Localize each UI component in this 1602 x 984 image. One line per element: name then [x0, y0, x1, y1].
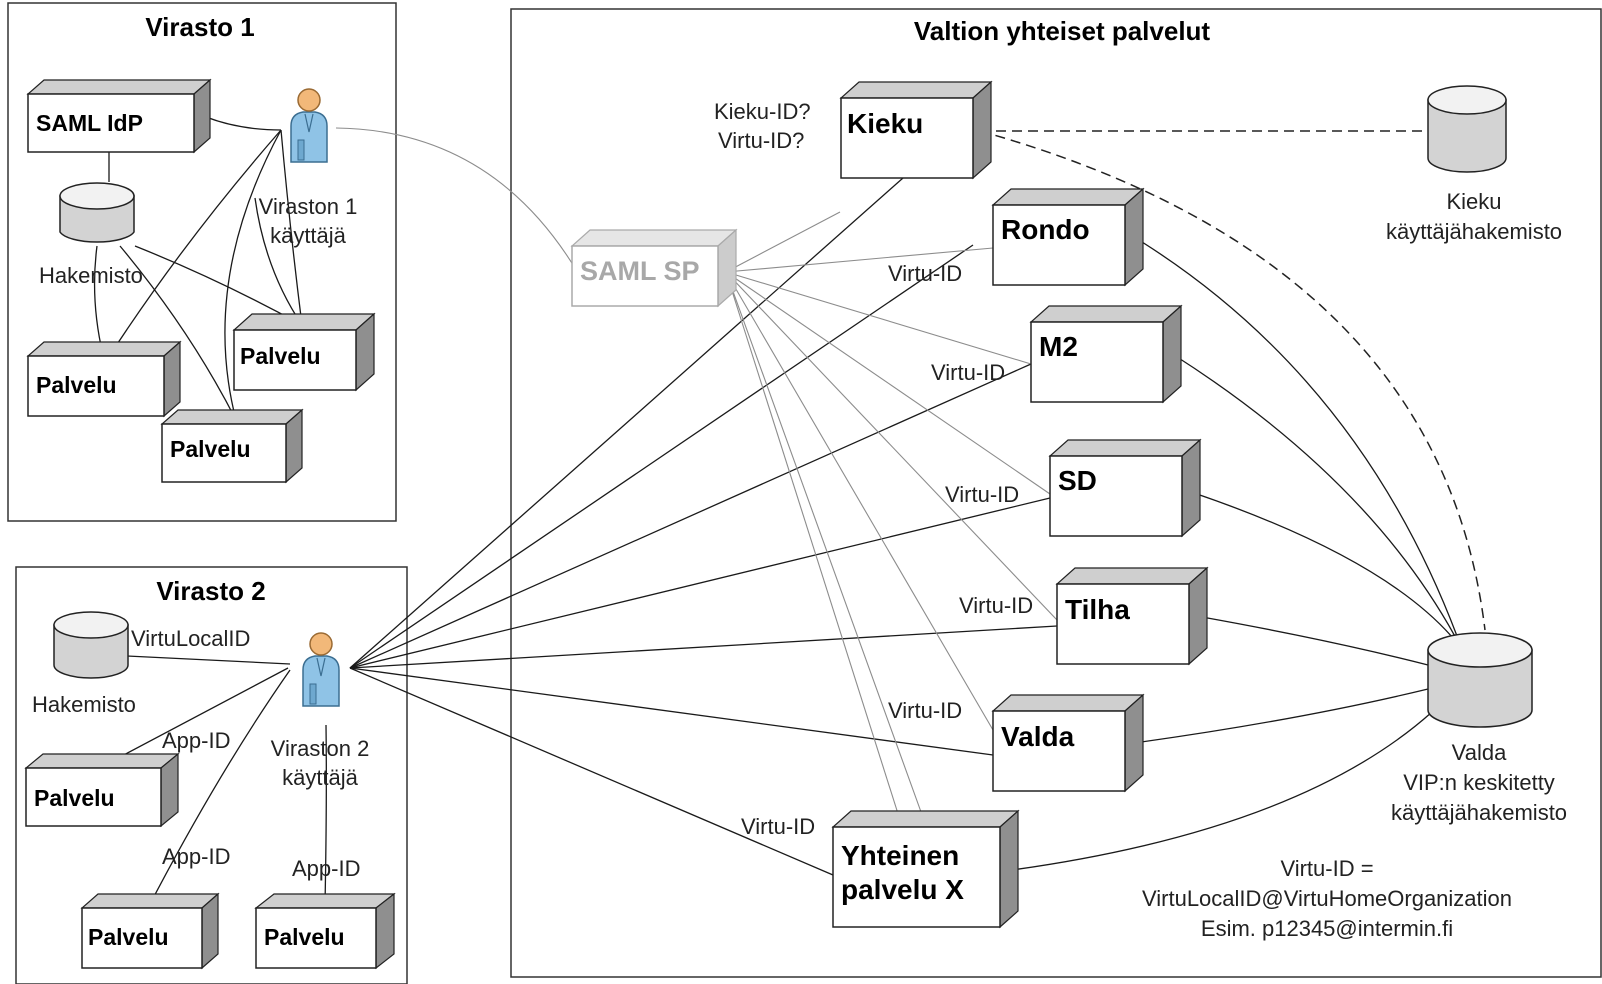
node-palvelu-v1-c: Palvelu — [160, 408, 304, 484]
note-line3: Esim. p12345@intermin.fi — [1201, 916, 1453, 941]
label-virtulocalid: VirtuLocalID — [131, 626, 250, 651]
edges — [93, 116, 1486, 907]
edge-user2-yhteinen — [349, 667, 834, 876]
node-label-palvelu-v2-b: Palvelu — [88, 924, 169, 950]
node-sd: SD — [1048, 438, 1202, 538]
label-kieku-db-line1: Kieku — [1446, 189, 1501, 214]
edge-samlsp-rondo — [725, 247, 994, 273]
edge-user2-valda — [349, 667, 994, 756]
frame-title-virasto-1: Virasto 1 — [145, 12, 254, 42]
edge-hakemisto2-user2 — [126, 655, 291, 665]
edge-hakemisto-palvelu3 — [119, 245, 237, 421]
edge-yhteinen-valdadb — [1011, 711, 1433, 871]
label-user-2-line1: Viraston 2 — [271, 736, 370, 761]
edge-user2-kieku — [349, 177, 904, 669]
label-app-id-2: App-ID — [162, 844, 230, 869]
label-virtu-id-question: Virtu-ID? — [718, 128, 804, 153]
edge-user1-palvelu1 — [109, 129, 282, 356]
edge-user2-m2 — [349, 363, 1032, 669]
label-user-1-line1: Viraston 1 — [259, 194, 358, 219]
node-palvelu-v1-b: Palvelu — [232, 312, 376, 392]
node-label-palvelu-v2-c: Palvelu — [264, 924, 345, 950]
label-kieku-id-question: Kieku-ID? — [714, 99, 811, 124]
node-label-palvelu-v1-a: Palvelu — [36, 372, 117, 398]
node-palvelu-v1-a: Palvelu — [26, 340, 182, 418]
edge-user1-samlsp — [335, 127, 576, 269]
node-label-palvelu-v1-c: Palvelu — [170, 436, 251, 462]
edge-m2-valdadb — [1173, 354, 1458, 641]
edge-user2-palvelu2 — [148, 669, 291, 907]
edge-samlsp-yhteinen-b — [725, 271, 901, 821]
edge-user1-palvelu2 — [280, 129, 303, 326]
label-app-id-1: App-ID — [162, 728, 230, 753]
node-label-yhteinen-line1: Yhteinen — [841, 840, 959, 871]
label-virtu-id-m2: Virtu-ID — [931, 360, 1005, 385]
edge-tilha-valdadb — [1201, 616, 1429, 666]
label-valda-db-line2: VIP:n keskitetty — [1403, 770, 1555, 795]
database-icon-hakemisto-1 — [59, 182, 135, 243]
edge-samlsp-kieku — [725, 211, 841, 273]
node-saml-idp: SAML IdP — [26, 78, 212, 154]
label-user-1-line2: käyttäjä — [270, 223, 347, 248]
node-m2: M2 — [1029, 304, 1183, 404]
note-line2: VirtuLocalID@VirtuHomeOrganization — [1142, 886, 1512, 911]
edge-kieku-valdadb — [979, 130, 1486, 631]
label-hakemisto-1: Hakemisto — [39, 263, 143, 288]
node-label-rondo: Rondo — [1001, 214, 1090, 245]
label-valda-db-line3: käyttäjähakemisto — [1391, 800, 1567, 825]
database-icon-valda — [1427, 632, 1533, 728]
node-label-saml-idp: SAML IdP — [36, 110, 143, 136]
edge-samlsp-m2 — [725, 271, 1032, 365]
node-label-palvelu-v1-b: Palvelu — [240, 343, 321, 369]
edge-sd-valdadb — [1193, 492, 1459, 645]
edge-user1-palvelu2b — [254, 197, 303, 326]
virtu-id-note: Virtu-ID = VirtuLocalID@VirtuHomeOrganiz… — [1142, 856, 1512, 941]
label-virtu-id-tilha: Virtu-ID — [959, 593, 1033, 618]
node-saml-sp: SAML SP — [570, 228, 738, 308]
node-label-sd: SD — [1058, 465, 1097, 496]
edge-user1-palvelu3 — [224, 129, 282, 421]
frame-title-virasto-2: Virasto 2 — [156, 576, 265, 606]
node-kieku: Kieku — [839, 80, 993, 180]
label-virtu-id-yhteinen: Virtu-ID — [741, 814, 815, 839]
edge-valda-valdadb — [1133, 688, 1429, 744]
node-label-m2: M2 — [1039, 331, 1078, 362]
frame-title-valtion: Valtion yhteiset palvelut — [914, 16, 1211, 46]
node-label-yhteinen-line2: palvelu X — [841, 874, 964, 905]
edge-samlsp-yhteinen — [725, 271, 926, 824]
node-palvelu-v2-c: Palvelu — [254, 892, 396, 970]
node-yhteinen-palvelu-x: Yhteinen palvelu X — [831, 809, 1020, 929]
node-palvelu-v2-a: Palvelu — [24, 752, 180, 828]
node-label-valda: Valda — [1001, 721, 1075, 752]
node-rondo: Rondo — [991, 187, 1145, 287]
label-valda-db-line1: Valda — [1452, 740, 1507, 765]
edge-samlsp-sd — [725, 271, 1051, 495]
database-icon-kieku — [1427, 85, 1507, 173]
node-valda: Valda — [991, 693, 1145, 793]
edge-user2-tilha — [349, 625, 1058, 669]
node-label-kieku: Kieku — [847, 108, 923, 139]
node-label-palvelu-v2-a: Palvelu — [34, 785, 115, 811]
label-virtu-id-rondo: Virtu-ID — [888, 261, 962, 286]
label-virtu-id-valda: Virtu-ID — [888, 698, 962, 723]
label-hakemisto-2: Hakemisto — [32, 692, 136, 717]
edge-samlsp-tilha — [725, 271, 1058, 621]
node-palvelu-v2-b: Palvelu — [80, 892, 220, 970]
label-kieku-db-line2: käyttäjähakemisto — [1386, 219, 1562, 244]
edge-rondo-valdadb — [1141, 241, 1458, 637]
label-user-2-line2: käyttäjä — [282, 765, 359, 790]
node-tilha: Tilha — [1055, 566, 1209, 666]
note-line1: Virtu-ID = — [1280, 856, 1373, 881]
label-virtu-id-sd: Virtu-ID — [945, 482, 1019, 507]
label-app-id-3: App-ID — [292, 856, 360, 881]
edge-user2-palvelu3 — [324, 724, 327, 906]
edge-samlsp-valda — [725, 271, 994, 731]
node-label-saml-sp: SAML SP — [580, 256, 700, 286]
node-label-tilha: Tilha — [1065, 594, 1130, 625]
edge-idp-user1 — [205, 116, 282, 131]
edge-user2-sd — [349, 497, 1051, 669]
database-icon-hakemisto-2 — [53, 611, 129, 679]
